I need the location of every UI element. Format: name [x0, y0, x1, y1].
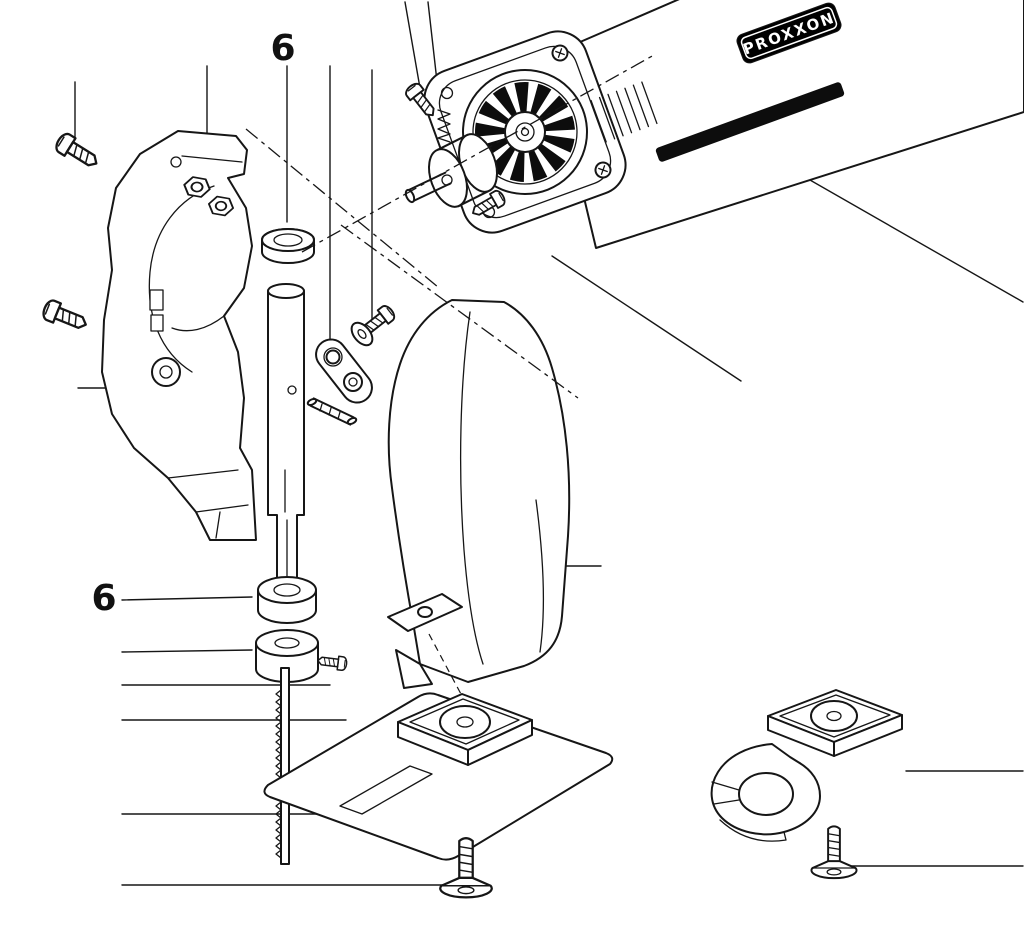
vent-slits	[590, 81, 658, 143]
link-screw-washer	[350, 302, 398, 347]
switch-block	[150, 314, 164, 332]
blade-slot	[339, 765, 433, 815]
tube-hole	[287, 385, 297, 395]
set-screw	[316, 653, 349, 672]
mount-hole	[440, 86, 454, 100]
clamp-hole	[456, 716, 474, 728]
cap-ring-top	[261, 228, 315, 264]
holder-screw	[810, 825, 858, 880]
drive-pin	[306, 397, 358, 426]
bracket-arm	[101, 130, 257, 541]
bracket-screw	[52, 130, 103, 174]
saw-blade	[275, 667, 290, 865]
table-insert	[387, 593, 463, 632]
blade-clamp-block	[397, 693, 533, 766]
link-hole	[325, 349, 341, 365]
part-label-6-top: 6	[270, 28, 296, 223]
holder-hole	[826, 710, 842, 722]
link-hole	[343, 372, 363, 392]
part-number-text: 6	[91, 578, 116, 619]
blade-teeth	[275, 689, 282, 859]
blade-guard	[387, 299, 571, 689]
bracket-screw	[39, 297, 91, 336]
plunger-tube	[267, 283, 305, 590]
link-arm	[315, 338, 373, 404]
spring-stud	[437, 109, 451, 143]
blade-collar	[255, 629, 319, 683]
motor-assembly: PROXXON	[402, 0, 1024, 249]
washer	[350, 321, 374, 347]
housing-stripe	[655, 82, 845, 162]
part-label-6-side: 6	[91, 578, 116, 619]
center-lines	[245, 54, 655, 697]
bearing-ring	[257, 576, 317, 624]
blade-holder-right	[710, 689, 903, 842]
switch-block	[149, 289, 164, 311]
holder-bore	[738, 772, 794, 816]
insert-hole	[417, 606, 433, 618]
part-number-text: 6	[270, 28, 295, 69]
bracket-hole	[170, 156, 182, 168]
leader-lines	[74, 1, 1024, 886]
pivot-boss	[151, 357, 181, 387]
